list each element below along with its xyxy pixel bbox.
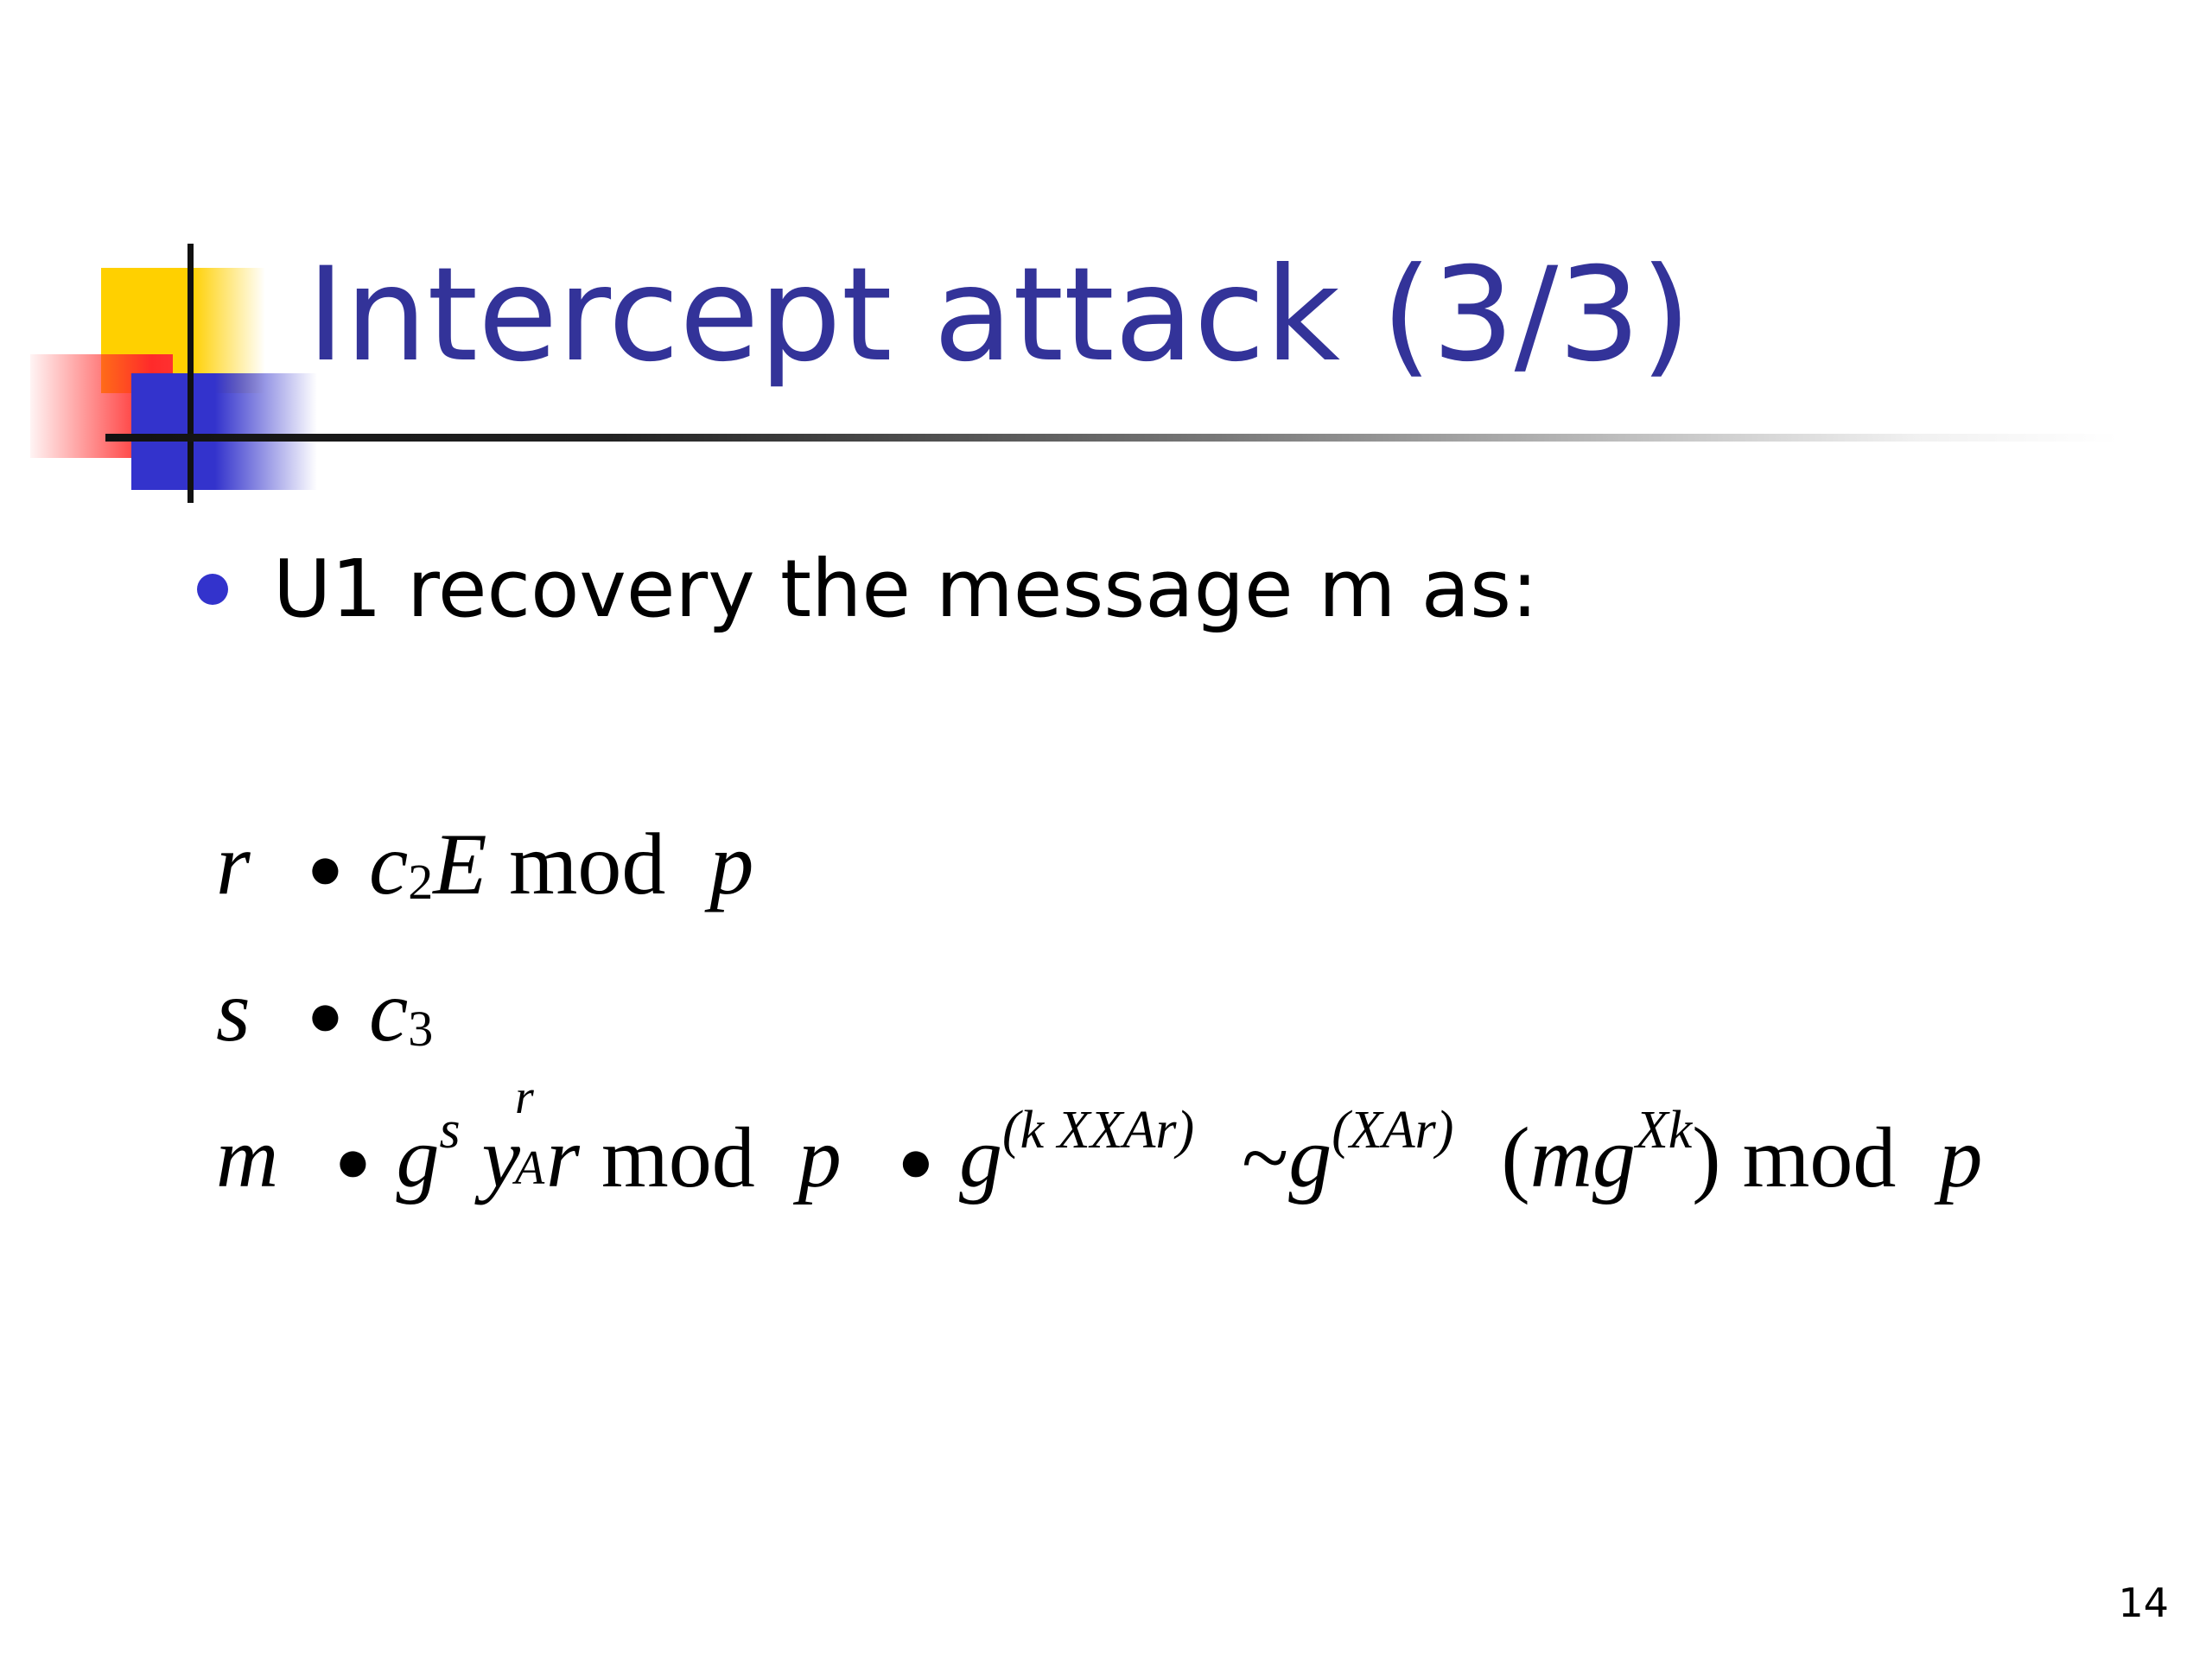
bullet-dot-icon: [197, 573, 228, 605]
eq1-e: E: [433, 816, 487, 913]
bullet-text: U1 recovery the message m as:: [273, 543, 1539, 635]
eq1-lhs: r: [216, 816, 251, 913]
equation-r: r ● c2E mod p: [216, 821, 753, 909]
eq3-lhs: m: [216, 1109, 279, 1205]
eq3-equals-symbol-2: ●: [897, 1128, 935, 1195]
equation-m: m ● gs y r A r mod p ● g(k ΧXAr) ~g(XAr)…: [216, 1073, 1982, 1201]
eq3-p: p: [798, 1109, 842, 1205]
page-number: 14: [2118, 1580, 2169, 1626]
eq3-g-second: g: [959, 1109, 1003, 1205]
eq1-c: c: [368, 816, 409, 913]
eq3-exp-s: s: [439, 1101, 461, 1160]
decor-blue-square: [131, 373, 317, 490]
eq3-garbled-symbol-2: (: [1501, 1109, 1530, 1205]
equation-s: s ● c3: [216, 968, 433, 1056]
eq3-exp-3: Χk: [1635, 1101, 1693, 1160]
eq2-equals-symbol: ●: [307, 982, 344, 1049]
eq3-mod-2: mod: [1742, 1109, 1897, 1205]
decor-vertical-line: [188, 244, 194, 503]
eq1-p: p: [709, 816, 754, 913]
eq3-equals-symbol-1: ●: [334, 1128, 372, 1195]
bullet-item: U1 recovery the message m as:: [197, 543, 1538, 635]
eq3-y-sub-a: A: [515, 1141, 545, 1195]
eq3-exp-2: (XAr): [1332, 1101, 1454, 1160]
eq1-subscript: 2: [408, 854, 434, 910]
title-underline: [105, 434, 2119, 442]
slide-title: Intercept attack (3/3): [307, 240, 1692, 391]
eq3-garbled-symbol-1: ~: [1242, 1109, 1289, 1205]
eq3-g-third: g: [1288, 1109, 1332, 1205]
eq3-exp-1: (k ΧXAr): [1002, 1101, 1195, 1160]
eq3-close-paren: ): [1692, 1109, 1721, 1205]
eq3-y: y: [481, 1109, 521, 1205]
eq3-y-sup-r: r: [515, 1071, 534, 1124]
eq1-mod: mod: [509, 816, 666, 913]
eq2-c: c: [368, 963, 409, 1060]
eq1-equals-symbol: ●: [307, 836, 344, 902]
eq3-mg: mg: [1529, 1109, 1636, 1205]
eq3-mod: mod: [601, 1109, 755, 1205]
eq3-g: g: [396, 1109, 440, 1205]
eq2-subscript: 3: [408, 1001, 434, 1057]
eq3-r: r: [546, 1109, 580, 1205]
eq2-lhs: s: [216, 963, 251, 1060]
eq3-p-2: p: [1939, 1109, 1983, 1205]
